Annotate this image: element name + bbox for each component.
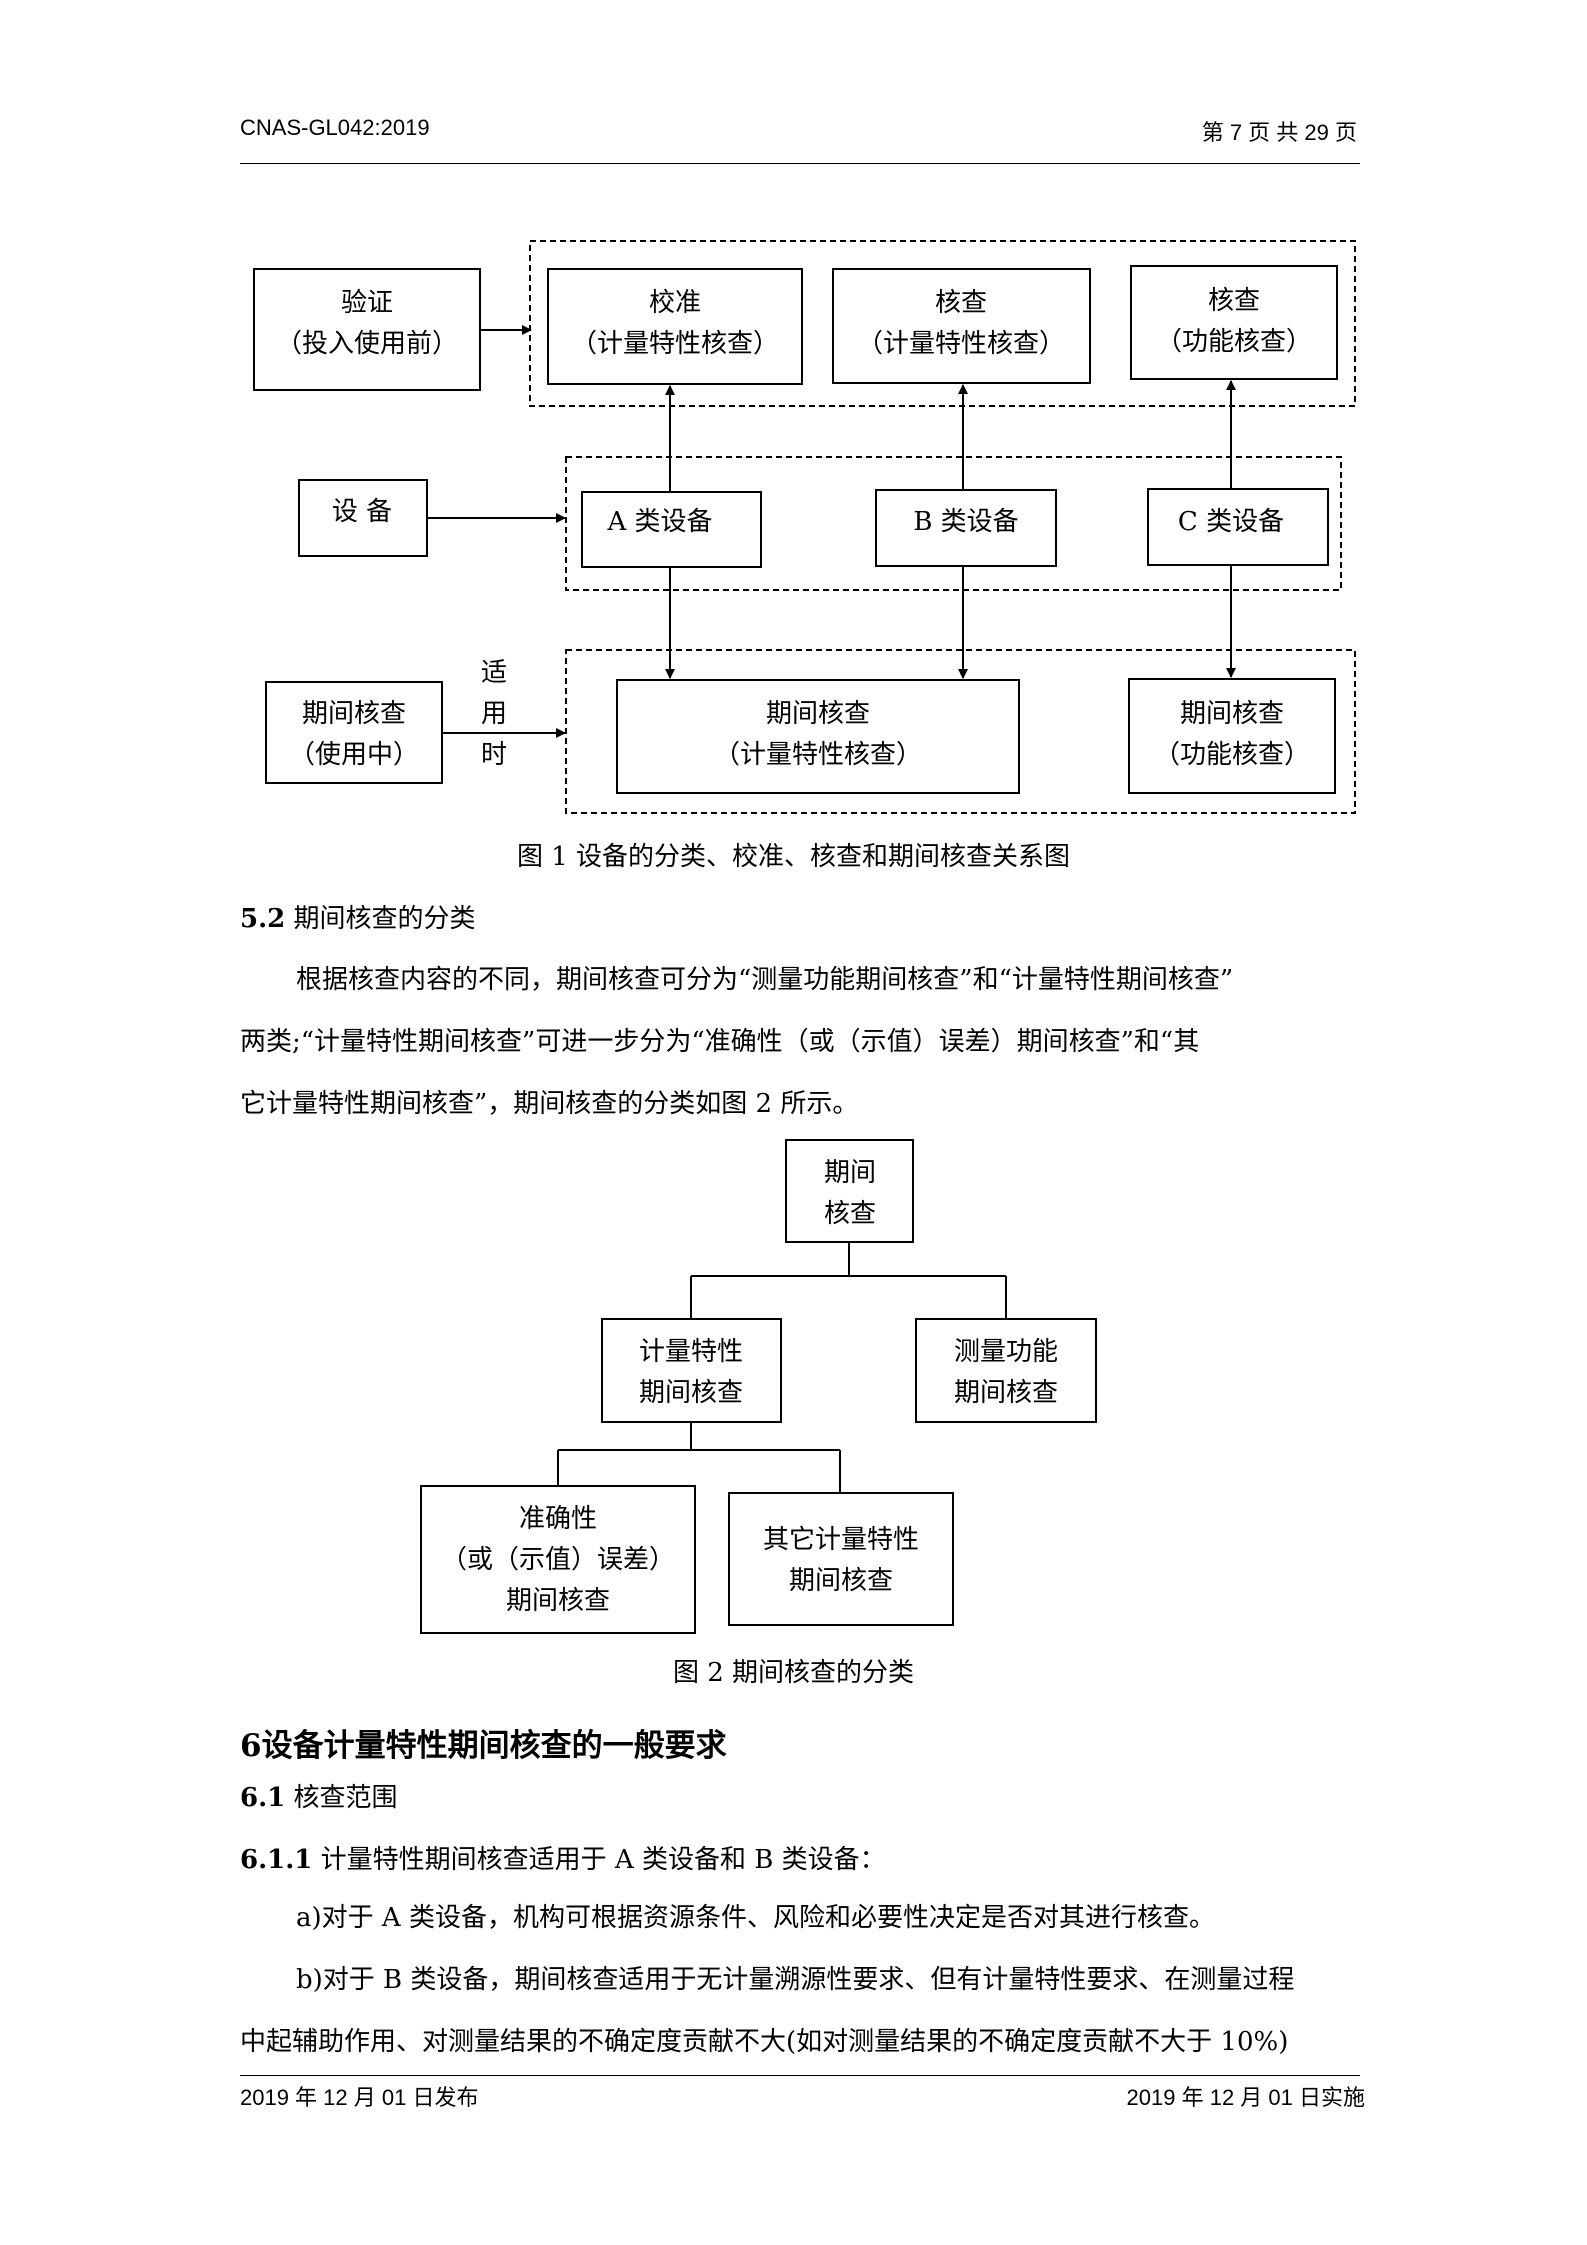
section-6-1-number: 6.1: [240, 1783, 286, 1813]
section-6-1-1-number: 6.1.1: [240, 1845, 313, 1875]
checkC-label-1: 核查: [1208, 286, 1260, 316]
calib-box: [547, 268, 803, 385]
calib-label-2: （计量特性核查）: [571, 329, 779, 359]
section-5-2-number: 5.2: [240, 904, 286, 934]
item-b-line1: b)对于 B 类设备，期间核查适用于无计量溯源性要求、但有计量特性要求、在测量过…: [296, 1965, 1295, 1995]
section-5-2-para-line1: 根据核查内容的不同，期间核查可分为“测量功能期间核查”和“计量特性期间核查”: [296, 965, 1234, 995]
classC-label: C 类设备: [1178, 507, 1284, 537]
applicable-label-2: 用: [481, 699, 507, 729]
section-6-1-1-text: 计量特性期间核查适用于 A 类设备和 B 类设备：: [320, 1845, 886, 1875]
section-6-heading: 6设备计量特性期间核查的一般要求: [240, 1728, 727, 1764]
verify-label-1: 验证: [341, 288, 393, 318]
group-mid-dashed: [565, 456, 1342, 591]
implemented-date: 2019 年 12 月 01 日实施: [1126, 2085, 1365, 2110]
other-label-2: 期间核查: [789, 1566, 893, 1596]
figure2-diagram: 期间 核查 计量特性 期间核查 测量功能 期间核查 准确性 （或（示值）误差） …: [420, 1139, 1097, 1634]
classA-label: A 类设备: [606, 507, 712, 537]
checkB-label-1: 核查: [935, 288, 987, 318]
group-bottom-dashed: [565, 649, 1356, 814]
equipment-label: 设 备: [332, 497, 392, 527]
acc-label-1: 准确性: [519, 1504, 597, 1534]
item-a: a)对于 A 类设备，机构可根据资源条件、风险和必要性决定是否对其进行核查。: [296, 1903, 1215, 1933]
pc-func-label-1: 期间核查: [1180, 699, 1284, 729]
figure1-diagram: 验证 （投入使用前） 校准 （计量特性核查） 核查 （计量特性核查） 核查 （功…: [253, 240, 1356, 814]
section-6-1-title: 核查范围: [293, 1783, 398, 1813]
section-5-2-title: 期间核查的分类: [293, 904, 476, 934]
group-top-dashed: [529, 240, 1356, 407]
metro-label-1: 计量特性: [639, 1337, 743, 1367]
other-box: [728, 1492, 954, 1626]
checkC-label-2: （功能核查）: [1156, 327, 1312, 357]
section-5-2-heading: 5.2 期间核查的分类: [240, 898, 476, 935]
classB-box: [875, 489, 1057, 567]
acc-label-3: 期间核查: [506, 1586, 610, 1616]
figure2-caption: 图 2 期间核查的分类: [672, 1658, 915, 1688]
pc-metro-label-1: 期间核查: [766, 699, 870, 729]
section-5-2-para-line2: 两类;“计量特性期间核查”可进一步分为“准确性（或（示值）误差）期间核查”和“其: [240, 1027, 1200, 1057]
other-label-1: 其它计量特性: [763, 1525, 919, 1555]
root-label-2: 核查: [824, 1199, 876, 1229]
applicable-label-3: 时: [481, 740, 507, 770]
periodic-label-2: （使用中）: [289, 740, 419, 770]
root-label-1: 期间: [824, 1158, 876, 1188]
footer-rule: [240, 2075, 1360, 2076]
classC-box: [1147, 488, 1329, 566]
acc-label-2: （或（示值）误差）: [441, 1545, 675, 1575]
applicable-label-1: 适: [481, 658, 507, 688]
pc-func-box: [1128, 678, 1336, 794]
verify-label-2: （投入使用前）: [276, 329, 458, 359]
checkB-label-2: （计量特性核查）: [857, 329, 1065, 359]
checkC-box: [1130, 265, 1338, 380]
func-label-2: 期间核查: [954, 1378, 1058, 1408]
figure1-caption: 图 1 设备的分类、校准、核查和期间核查关系图: [516, 842, 1071, 872]
item-b-line2: 中起辅助作用、对测量结果的不确定度贡献不大(如对测量结果的不确定度贡献不大于 1…: [240, 2027, 1289, 2057]
classA-box: [581, 491, 762, 568]
issued-date: 2019 年 12 月 01 日发布: [240, 2085, 479, 2110]
section-5-2-para-line3: 它计量特性期间核查”，期间核查的分类如图 2 所示。: [240, 1089, 859, 1119]
checkB-box: [832, 268, 1091, 384]
section-6-1-heading: 6.1 核查范围: [240, 1777, 398, 1814]
pc-metro-label-2: （计量特性核查）: [714, 740, 922, 770]
metro-label-2: 期间核查: [639, 1378, 743, 1408]
func-label-1: 测量功能: [954, 1337, 1058, 1367]
pc-func-label-2: （功能核查）: [1154, 740, 1310, 770]
pc-metro-box: [616, 679, 1020, 794]
header-rule: [240, 163, 1360, 164]
classB-label: B 类设备: [913, 507, 1018, 537]
page-info: 第 7 页 共 29 页: [1201, 120, 1357, 145]
doc-id: CNAS-GL042:2019: [240, 115, 430, 140]
section-6-1-1: 6.1.1 计量特性期间核查适用于 A 类设备和 B 类设备：: [240, 1839, 886, 1876]
calib-label-1: 校准: [649, 288, 701, 318]
periodic-label-1: 期间核查: [302, 699, 406, 729]
